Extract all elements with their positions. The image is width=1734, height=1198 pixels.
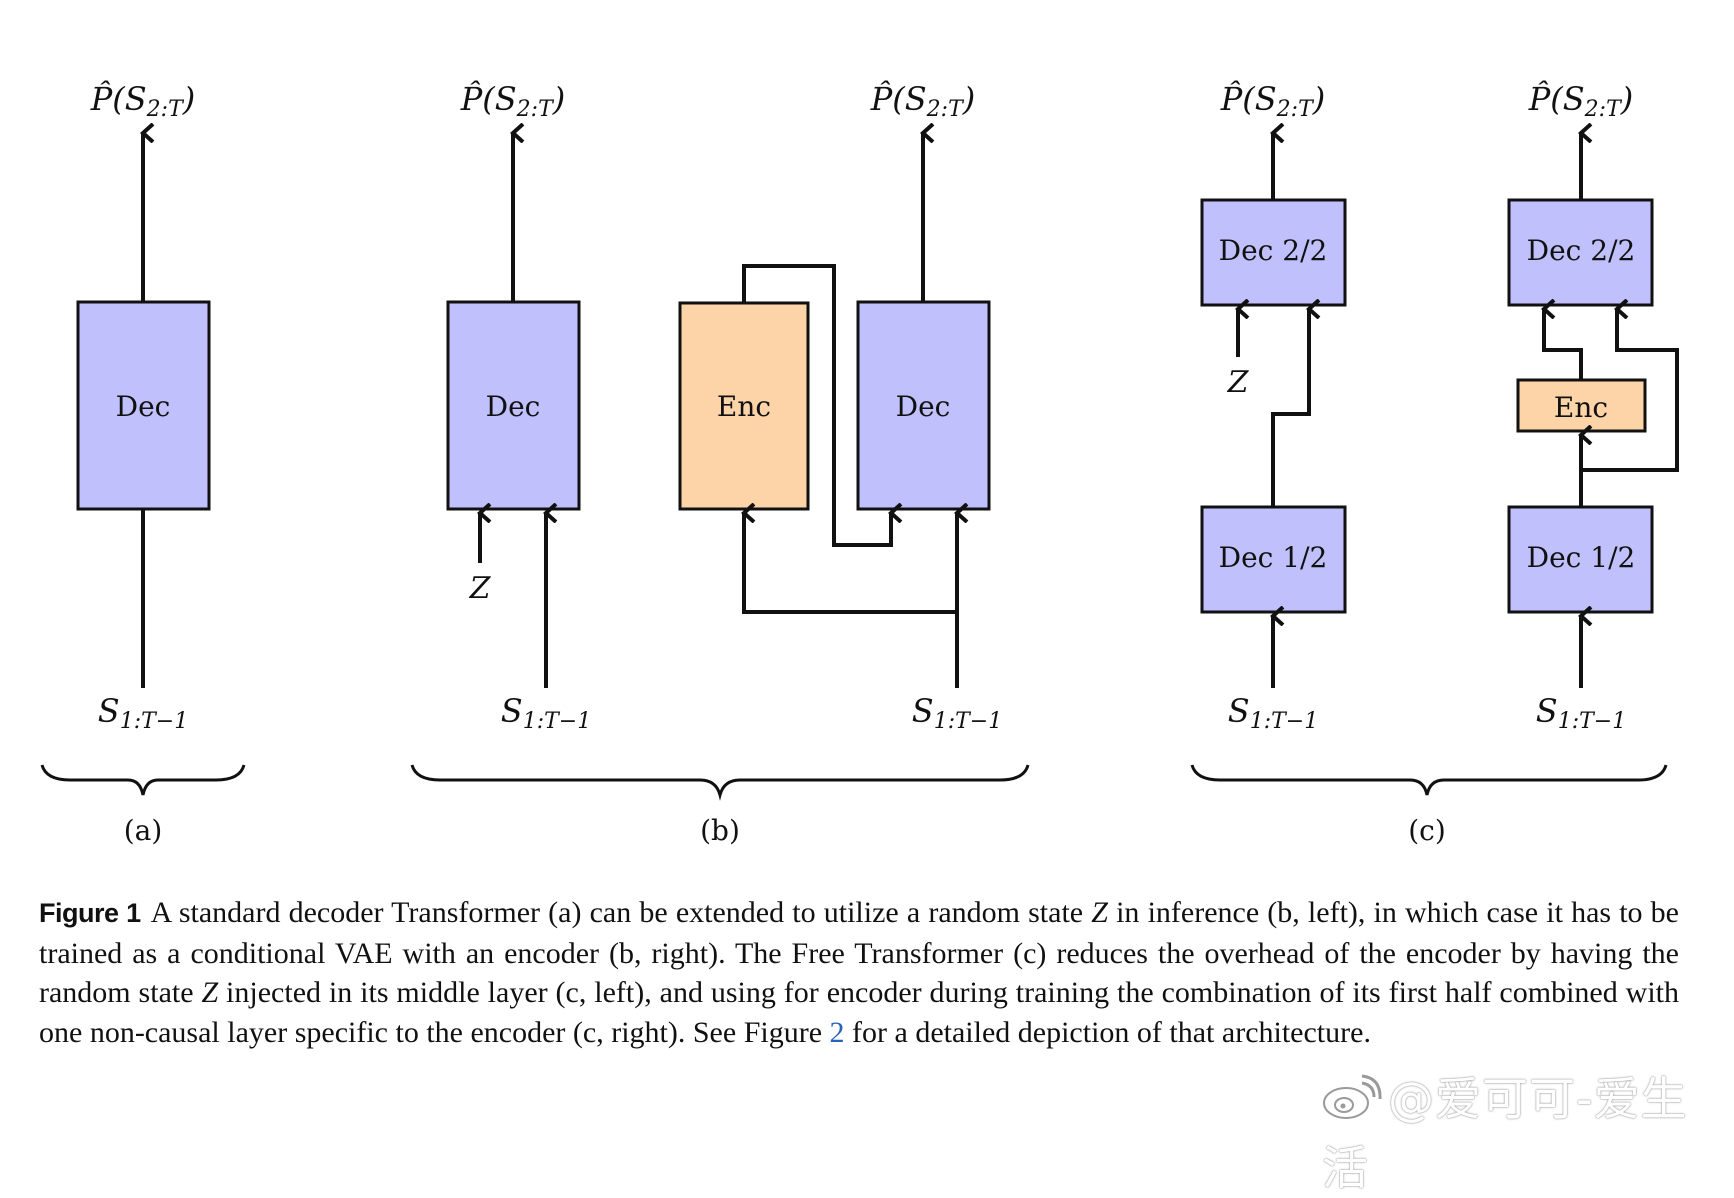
output-label: P̂(S2:T)	[460, 80, 566, 122]
panel-b-brace-group: (b)	[410, 764, 1030, 847]
input-label: S1:T−1	[1536, 692, 1626, 734]
panel-brace	[1190, 764, 1668, 796]
caption-text: injected in its middle layer (c, left), …	[39, 976, 1679, 1049]
z-variable: Z	[1091, 896, 1108, 929]
decoder-label: Dec	[116, 390, 171, 423]
decoder-block	[446, 300, 581, 511]
panel-brace	[410, 764, 1030, 801]
encoder-to-decoder-connector	[1544, 309, 1583, 380]
caption-text: in inference (b, left), in which case it…	[39, 896, 1679, 1009]
caption-text: for a detailed depiction of that archite…	[844, 1015, 1371, 1049]
encoder-to-decoder-connector	[742, 264, 891, 547]
decoder-first-half-label: Dec 1/2	[1219, 541, 1328, 574]
decoder-block	[856, 300, 991, 511]
encoder-block	[678, 301, 810, 511]
panel-b-left: P̂(S2:T) Dec Z S1:T−1	[446, 80, 591, 734]
panel-label: (c)	[1408, 814, 1446, 847]
panel-label: (b)	[700, 814, 740, 847]
panel-label: (a)	[124, 814, 163, 847]
decoder-label: Dec	[486, 390, 541, 423]
figure-label: Figure 1	[39, 898, 141, 928]
architecture-diagram: P̂(S2:T) Dec S1:T−1 (a) P̂(S2:T) Dec Z S…	[40, 80, 1679, 847]
weibo-icon	[1322, 1073, 1382, 1132]
decoder-first-half-block	[1200, 505, 1347, 614]
decoder-first-half-label: Dec 1/2	[1527, 541, 1636, 574]
figure-reference-link[interactable]: 2	[829, 1015, 845, 1049]
panel-a: P̂(S2:T) Dec S1:T−1 (a)	[40, 80, 246, 847]
input-label: S1:T−1	[1228, 692, 1318, 734]
z-label: Z	[1227, 365, 1250, 400]
decoder-second-half-label: Dec 2/2	[1527, 234, 1636, 267]
decoder-second-half-block	[1200, 198, 1347, 307]
decoder-label: Dec	[896, 390, 951, 423]
panel-c-left: P̂(S2:T) Dec 2/2 Z Dec 1/2 S1:T−1	[1200, 80, 1347, 734]
decoder-second-half-block	[1507, 198, 1654, 307]
z-label: Z	[469, 571, 492, 606]
panel-b-right: P̂(S2:T) Enc Dec S1:T−1	[678, 80, 1002, 734]
panel-c-brace-group: (c)	[1190, 764, 1668, 847]
input-to-encoder-connector	[744, 513, 957, 614]
skip-connector	[1581, 309, 1679, 472]
output-label: P̂(S2:T)	[1220, 80, 1326, 122]
input-label: S1:T−1	[98, 692, 188, 734]
output-label: P̂(S2:T)	[1528, 80, 1634, 122]
watermark: @爱可可-爱生活	[1322, 1063, 1734, 1198]
caption-text: A standard decoder Transformer (a) can b…	[150, 896, 1092, 929]
panel-c-right: P̂(S2:T) Dec 2/2 Enc Dec 1/2 S1:T−1	[1507, 80, 1679, 734]
input-label: S1:T−1	[501, 692, 591, 734]
panel-brace	[40, 764, 246, 796]
output-label: P̂(S2:T)	[870, 80, 976, 122]
middle-layer-connector	[1271, 309, 1309, 507]
z-variable: Z	[201, 976, 219, 1009]
encoder-label: Enc	[717, 390, 771, 423]
decoder-first-half-block	[1507, 505, 1654, 614]
figure-caption: Figure 1 A standard decoder Transformer (…	[39, 893, 1679, 1052]
input-label: S1:T−1	[912, 692, 1002, 734]
decoder-second-half-label: Dec 2/2	[1219, 234, 1328, 267]
output-label: P̂(S2:T)	[90, 80, 196, 122]
encoder-label: Enc	[1554, 391, 1608, 424]
